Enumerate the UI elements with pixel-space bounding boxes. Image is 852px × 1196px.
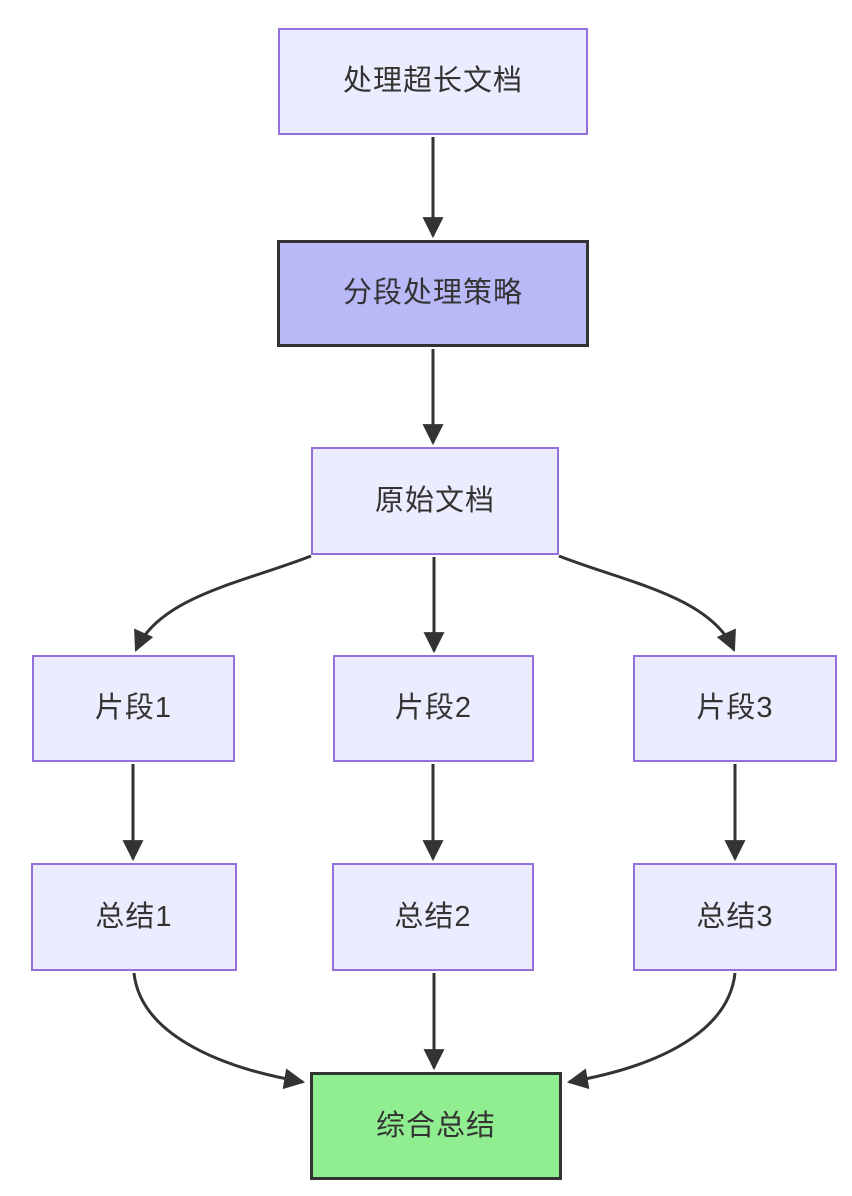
node-label: 总结1 (95, 900, 173, 933)
node-label: 处理超长文档 (342, 65, 523, 97)
node-summary-3: 总结3 (633, 863, 837, 971)
node-summary-2: 总结2 (332, 863, 534, 971)
node-fragment-1: 片段1 (32, 655, 235, 762)
node-fragment-2: 片段2 (333, 655, 534, 762)
node-label: 片段2 (394, 692, 473, 724)
node-summary-1: 总结1 (31, 863, 237, 971)
edge-summary1-to-final (132, 972, 306, 1090)
node-label: 总结2 (394, 900, 472, 933)
node-fragment-3: 片段3 (633, 655, 837, 762)
node-label: 总结3 (696, 900, 774, 933)
edge-original-to-fragment1 (134, 554, 312, 652)
node-label: 片段3 (696, 692, 774, 724)
edge-original-to-fragment3 (558, 554, 736, 652)
node-label: 原始文档 (374, 484, 495, 517)
node-final-summary: 综合总结 (310, 1072, 562, 1180)
node-handle-long-document: 处理超长文档 (278, 28, 588, 135)
node-original-document: 原始文档 (311, 447, 559, 555)
edge-summary3-to-final (566, 972, 737, 1090)
node-label: 分段处理策略 (342, 277, 523, 309)
node-label: 片段1 (94, 692, 173, 724)
node-label: 综合总结 (375, 1109, 496, 1142)
node-segmentation-strategy: 分段处理策略 (277, 240, 589, 347)
